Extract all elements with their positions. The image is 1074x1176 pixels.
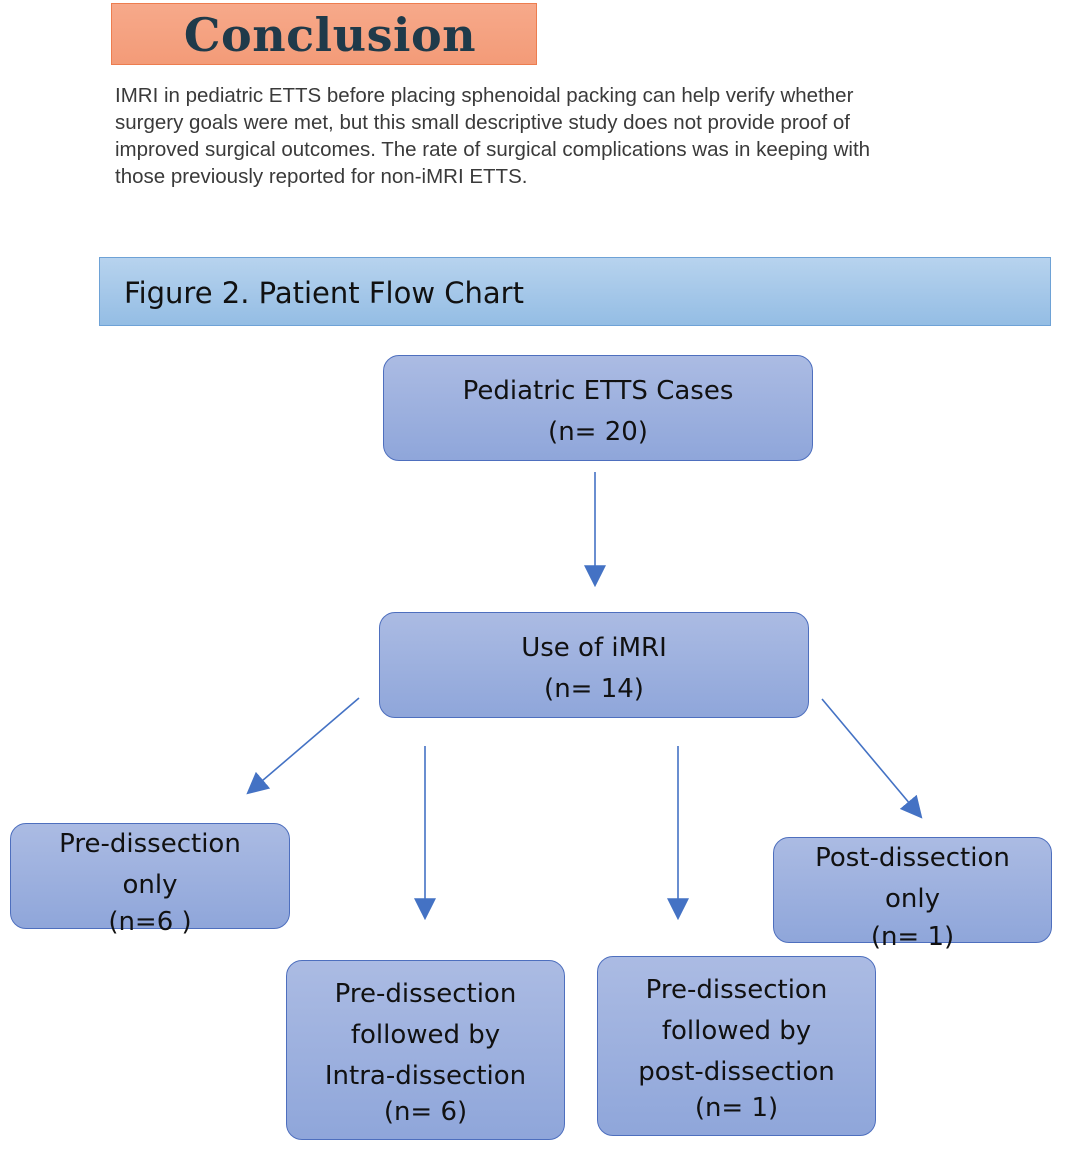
conclusion-line: IMRI in pediatric ETTS before placing sp… [115,84,854,107]
conclusion-line: surgery goals were met, but this small d… [115,111,850,134]
node-count: (n= 1) [870,922,955,952]
node-pre-dissection-only: Pre-dissection only (n=6 ) [10,823,290,937]
conclusion-line: improved surgical outcomes. The rate of … [115,138,871,161]
arrow-imri-to-post-only [821,698,923,819]
node-count: (n= 6) [383,1097,468,1127]
node-label: followed by [350,1020,501,1050]
node-post-dissection-only: Post-dissection only (n= 1) [773,837,1052,952]
node-count: (n=6 ) [108,907,192,937]
conclusion-title: Conclusion [183,8,477,62]
node-pre-followed-by-post: Pre-dissection followed by post-dissecti… [597,956,876,1136]
node-count: (n= 1) [694,1093,779,1123]
node-label: Pediatric ETTS Cases [462,376,734,406]
node-label: Pre-dissection [645,975,828,1005]
node-label: Intra-dissection [324,1061,527,1091]
node-pediatric-etts-cases: Pediatric ETTS Cases (n= 20) [383,355,813,461]
node-label: Pre-dissection [59,829,241,859]
node-count: (n= 14) [544,674,644,704]
figure-header: Figure 2. Patient Flow Chart [99,257,1051,326]
node-label: Pre-dissection [334,979,517,1009]
node-use-of-imri: Use of iMRI (n= 14) [379,612,809,718]
conclusion-banner: Conclusion [111,3,537,65]
arrow-imri-to-pre-only [246,697,360,795]
conclusion-line: those previously reported for non-iMRI E… [115,165,528,188]
node-label: followed by [661,1016,812,1046]
node-label: post-dissection [638,1057,835,1087]
node-label: only [122,870,178,900]
conclusion-text: IMRI in pediatric ETTS before placing sp… [115,82,1015,190]
node-label: only [885,884,940,914]
node-pre-followed-by-intra: Pre-dissection followed by Intra-dissect… [286,960,565,1140]
figure-title: Figure 2. Patient Flow Chart [124,276,524,310]
node-count: (n= 20) [548,417,648,447]
node-label: Post-dissection [815,843,1010,873]
node-label: Use of iMRI [521,633,667,663]
